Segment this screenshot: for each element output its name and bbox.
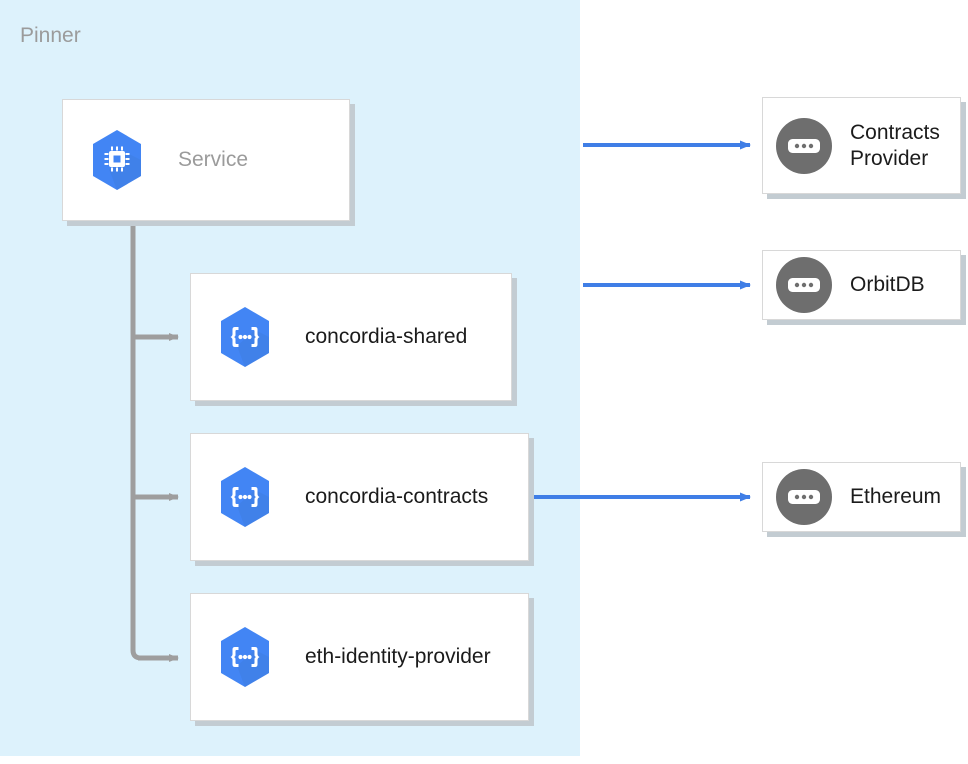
- node-label-contracts-provider: Contracts Provider: [850, 120, 940, 170]
- node-label-eth-identity-provider: eth-identity-provider: [305, 645, 491, 668]
- node-orbitdb[interactable]: OrbitDB: [762, 250, 961, 320]
- hexagon-cpu-icon: [89, 129, 145, 191]
- circle-dots-icon: [776, 469, 832, 525]
- node-concordia-contracts[interactable]: concordia-contracts: [190, 433, 529, 561]
- node-label-concordia-shared: concordia-shared: [305, 325, 468, 348]
- node-label-orbitdb: OrbitDB: [850, 273, 925, 296]
- node-ethereum[interactable]: Ethereum: [762, 462, 961, 532]
- group-label-pinner: Pinner: [20, 24, 81, 47]
- node-contracts-provider[interactable]: Contracts Provider: [762, 97, 961, 194]
- node-service[interactable]: Service: [62, 99, 350, 221]
- node-label-concordia-contracts: concordia-contracts: [305, 485, 489, 508]
- node-concordia-shared[interactable]: concordia-shared: [190, 273, 512, 401]
- node-label-service: Service: [178, 148, 249, 171]
- node-eth-identity-provider[interactable]: eth-identity-provider: [190, 593, 529, 721]
- hexagon-module-icon: [217, 626, 273, 688]
- hexagon-module-icon: [217, 306, 273, 368]
- edge-service-trunk: [130, 221, 142, 661]
- circle-dots-icon: [776, 257, 832, 313]
- hexagon-module-icon: [217, 466, 273, 528]
- circle-dots-icon: [776, 117, 832, 174]
- node-label-ethereum: Ethereum: [850, 485, 942, 508]
